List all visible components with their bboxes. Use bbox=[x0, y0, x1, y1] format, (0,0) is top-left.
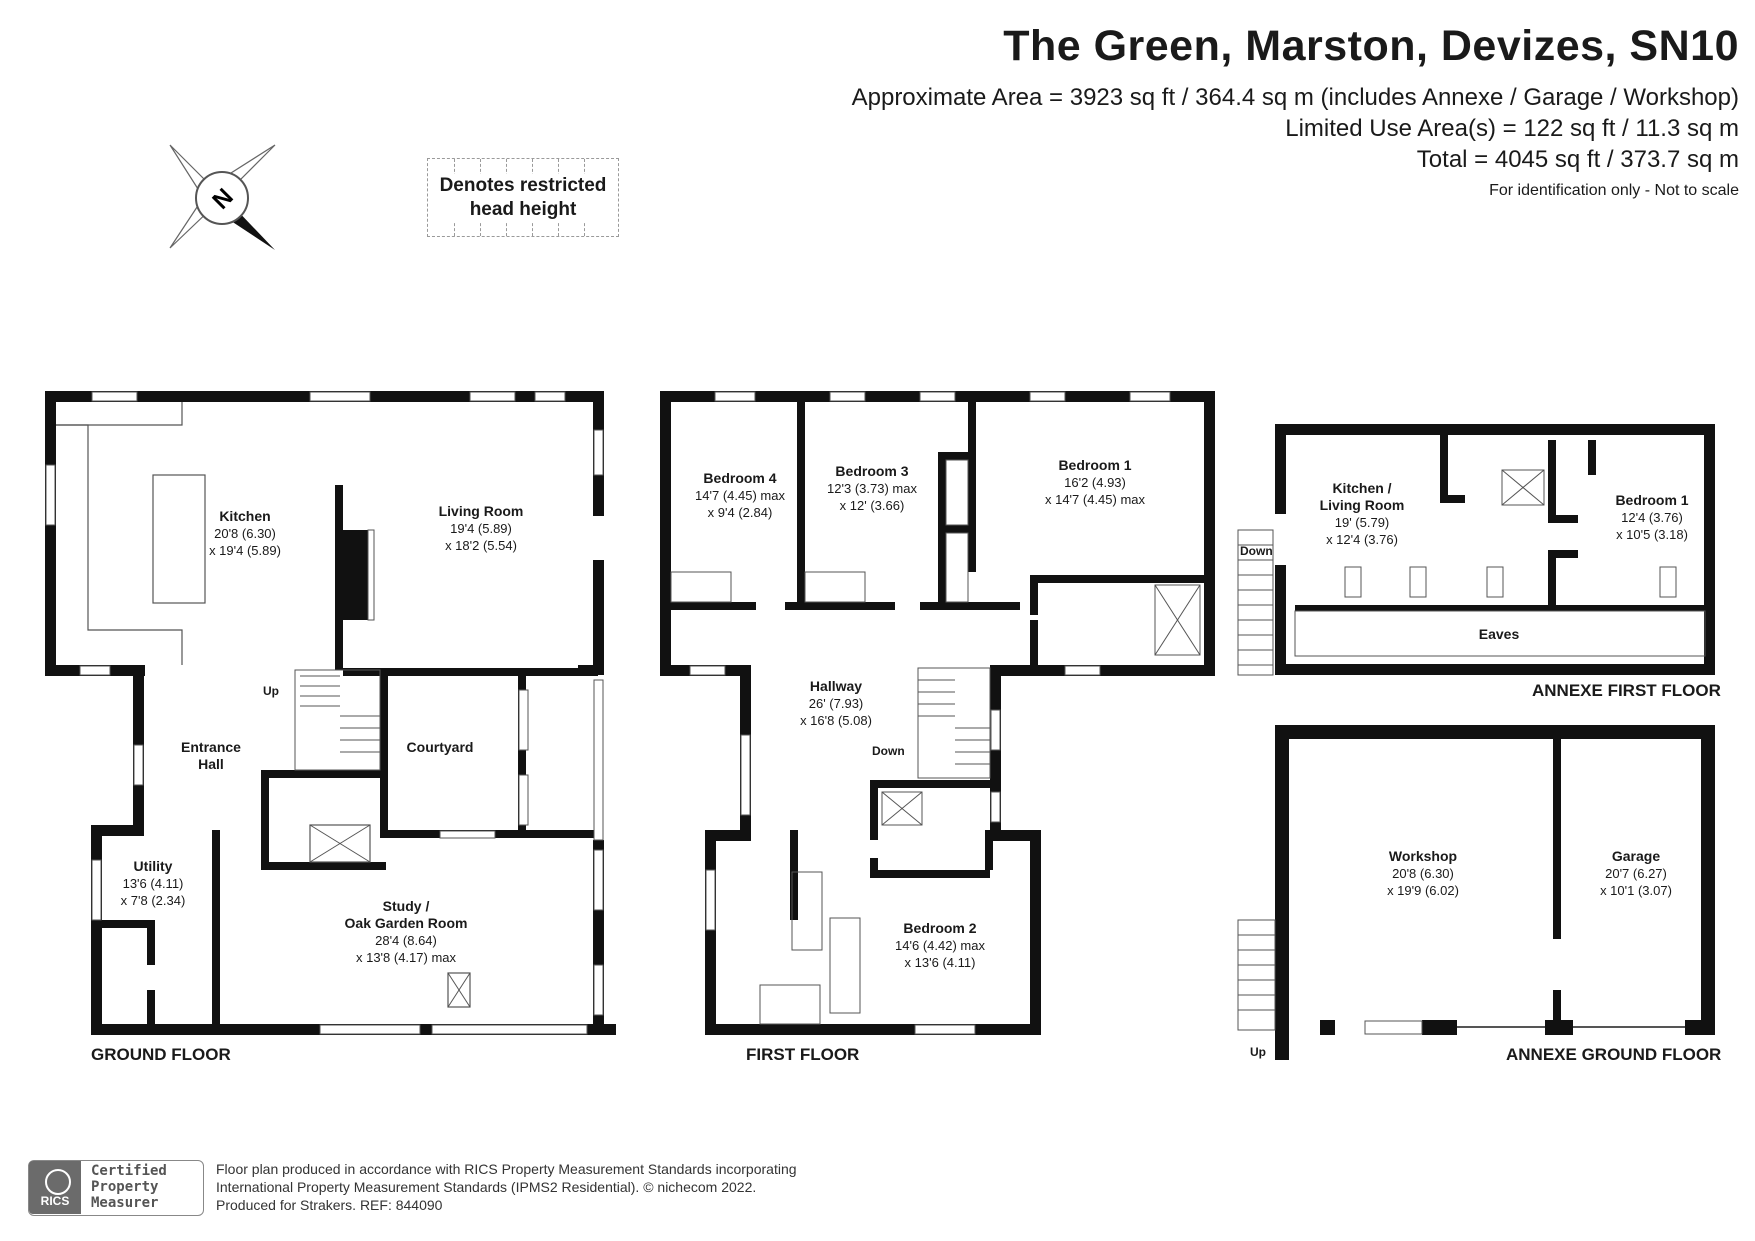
label-annexe-first-floor: ANNEXE FIRST FLOOR bbox=[1532, 681, 1721, 700]
stairs-down-label: Down bbox=[872, 744, 905, 758]
annexe-ground-floor-walls bbox=[1237, 725, 1715, 1060]
property-title: The Green, Marston, Devizes, SN10 bbox=[1003, 22, 1739, 70]
annexe-first-floor-walls bbox=[1237, 424, 1715, 676]
label-first-floor: FIRST FLOOR bbox=[746, 1045, 860, 1064]
annexe-stairs-up-label: Up bbox=[1250, 1045, 1266, 1059]
total-area: Total = 4045 sq ft / 373.7 sq m bbox=[1416, 146, 1739, 173]
approximate-area: Approximate Area = 3923 sq ft / 364.4 sq… bbox=[851, 84, 1739, 111]
legend-line-1: Denotes restricted bbox=[436, 174, 610, 196]
annexe-stairs-down-label: Down bbox=[1240, 544, 1273, 558]
room-eaves: Eaves bbox=[1478, 626, 1520, 642]
ground-floor-walls bbox=[45, 391, 616, 1035]
identification-note: For identification only - Not to scale bbox=[1489, 182, 1739, 199]
label-ground-floor: GROUND FLOOR bbox=[91, 1045, 231, 1064]
room-courtyard: Courtyard bbox=[406, 739, 474, 755]
compass-icon: N bbox=[169, 144, 276, 250]
stairs-up-label: Up bbox=[263, 684, 279, 698]
limited-use-area: Limited Use Area(s) = 122 sq ft / 11.3 s… bbox=[1285, 115, 1739, 142]
label-annexe-ground-floor: ANNEXE GROUND FLOOR bbox=[1506, 1045, 1722, 1064]
footer-disclaimer: Floor plan produced in accordance with R… bbox=[216, 1161, 797, 1213]
rics-logo-icon bbox=[45, 1169, 71, 1195]
first-floor-walls bbox=[660, 391, 1215, 1035]
legend-line-2: head height bbox=[466, 198, 580, 220]
